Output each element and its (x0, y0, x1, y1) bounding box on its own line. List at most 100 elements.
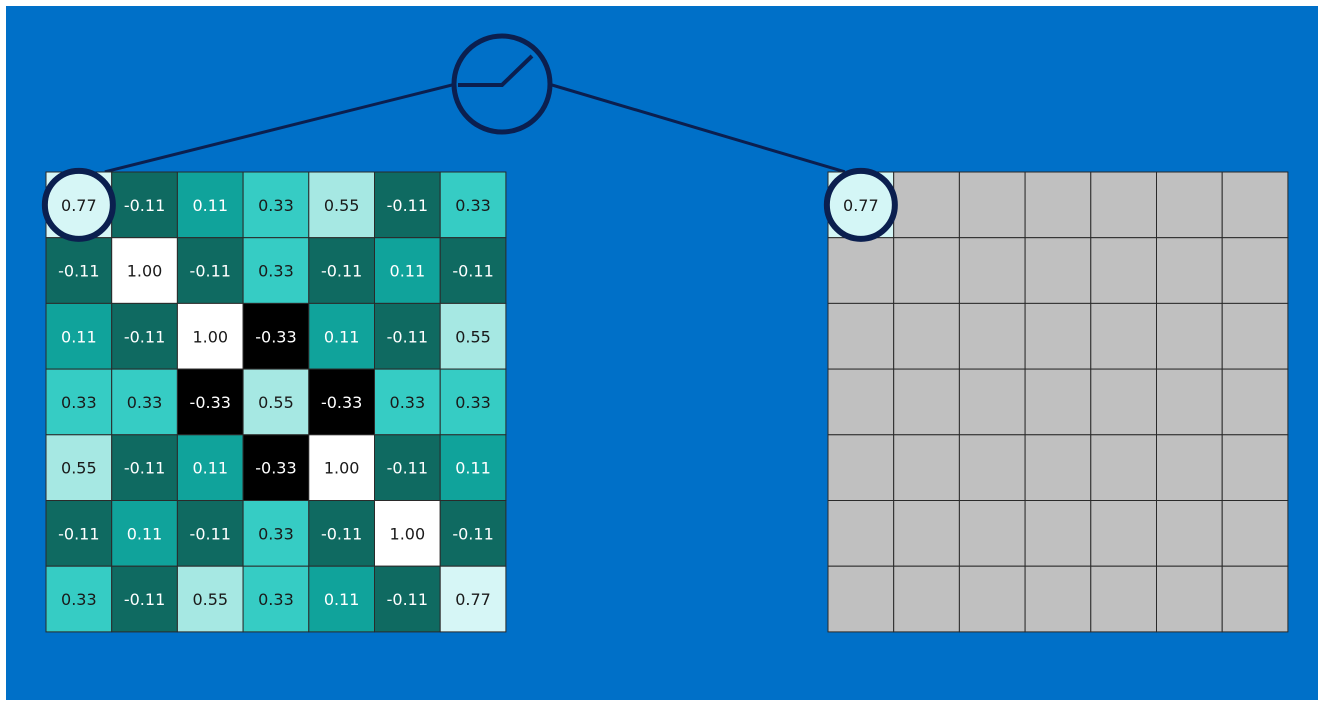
input-cell: -0.11 (111, 171, 178, 239)
input-cell: -0.11 (308, 500, 375, 567)
output-cell (1156, 368, 1223, 436)
output-cell (1024, 434, 1092, 501)
input-cell-value: -0.11 (124, 459, 165, 478)
output-cell (1221, 434, 1289, 501)
input-cell: 0.33 (45, 565, 113, 633)
output-cell (958, 171, 1026, 239)
input-cell: -0.33 (242, 302, 310, 370)
output-cell (893, 302, 960, 370)
input-cell-value: 0.33 (455, 393, 491, 412)
input-cell-value: 0.55 (455, 327, 491, 346)
output-cell (1090, 171, 1158, 239)
input-cell: -0.33 (308, 368, 375, 436)
input-cell: 0.33 (111, 368, 178, 436)
input-cell-value: -0.33 (255, 327, 296, 346)
input-cell-value: 1.00 (192, 327, 228, 346)
output-cell (893, 171, 960, 239)
input-cell: 0.33 (439, 368, 507, 436)
input-cell-value: 0.33 (390, 393, 426, 412)
input-cell-value: 0.33 (61, 590, 97, 609)
input-cell-value: -0.11 (190, 524, 231, 543)
input-cell: -0.11 (176, 500, 244, 567)
input-cell: 0.33 (242, 237, 310, 304)
input-cell-value: 0.55 (258, 393, 294, 412)
input-cell-value: 0.33 (61, 393, 97, 412)
output-cell (827, 237, 895, 304)
output-cell (1221, 500, 1289, 567)
input-cell: 1.00 (111, 237, 178, 304)
output-cell (893, 237, 960, 304)
input-cell-value: -0.11 (124, 327, 165, 346)
output-cell (1024, 237, 1092, 304)
output-cell (827, 368, 895, 436)
input-cell-value: 0.33 (127, 393, 163, 412)
output-cell (1221, 565, 1289, 633)
output-cell (1024, 302, 1092, 370)
input-cell-value: 0.33 (258, 524, 294, 543)
input-cell: 0.55 (45, 434, 113, 501)
output-cell (1221, 368, 1289, 436)
input-cell-value: 0.11 (390, 262, 426, 281)
input-cell: 0.11 (308, 302, 375, 370)
output-cell (1090, 565, 1158, 633)
input-cell-value: 0.11 (61, 327, 97, 346)
input-cell: -0.11 (374, 434, 441, 501)
input-cell: 1.00 (308, 434, 375, 501)
input-cell-value: 0.11 (324, 590, 360, 609)
input-cell-value: 0.33 (258, 590, 294, 609)
output-cell (958, 434, 1026, 501)
input-cell-value: 0.11 (455, 459, 491, 478)
output-cell (1156, 500, 1223, 567)
output-cell (893, 434, 960, 501)
input-cell: 0.55 (176, 565, 244, 633)
input-cell-value: 1.00 (390, 524, 426, 543)
input-cell: -0.11 (439, 237, 507, 304)
input-cell: -0.11 (111, 302, 178, 370)
input-cell-value: -0.11 (321, 262, 362, 281)
input-cell: 0.33 (242, 500, 310, 567)
input-cell-value: -0.11 (452, 262, 493, 281)
output-cell (827, 302, 895, 370)
input-cell-value: 0.55 (61, 459, 97, 478)
input-cell-value: 0.55 (324, 196, 360, 215)
input-cell: 0.11 (45, 302, 113, 370)
output-cell (827, 565, 895, 633)
input-cell-value: 0.33 (258, 196, 294, 215)
input-cell-value: -0.11 (387, 459, 428, 478)
input-cell-value: 0.33 (455, 196, 491, 215)
input-cell: -0.11 (111, 434, 178, 501)
connector-lines (104, 82, 846, 174)
output-cell (1090, 500, 1158, 567)
output-cell (1090, 302, 1158, 370)
output-cell (958, 368, 1026, 436)
output-cell (1090, 368, 1158, 436)
input-cell-value: -0.33 (321, 393, 362, 412)
input-cell-value: -0.33 (255, 459, 296, 478)
output-cell (827, 434, 895, 501)
output-cell (958, 302, 1026, 370)
input-cell: 0.11 (308, 565, 375, 633)
input-cell-value: 1.00 (127, 262, 163, 281)
output-cell (958, 237, 1026, 304)
input-cell: 0.11 (176, 434, 244, 501)
input-cell-value: -0.11 (58, 262, 99, 281)
input-cell: -0.11 (374, 171, 441, 239)
input-cell: -0.11 (374, 302, 441, 370)
input-cell-value: 0.11 (192, 196, 228, 215)
input-cell: 0.33 (374, 368, 441, 436)
input-cell: 1.00 (176, 302, 244, 370)
input-cell: 0.33 (439, 171, 507, 239)
input-cell: 0.55 (439, 302, 507, 370)
input-highlight-ring (41, 167, 116, 242)
connector-output (551, 83, 846, 174)
output-cell (1221, 237, 1289, 304)
input-cell: 0.33 (242, 171, 310, 239)
input-cell: 0.33 (45, 368, 113, 436)
input-cell: 0.11 (111, 500, 178, 567)
input-cell: -0.11 (176, 237, 244, 304)
input-cell-value: 0.55 (192, 590, 228, 609)
input-cell-value: 0.77 (61, 196, 97, 215)
output-cell (1024, 368, 1092, 436)
output-cell (1024, 171, 1092, 239)
